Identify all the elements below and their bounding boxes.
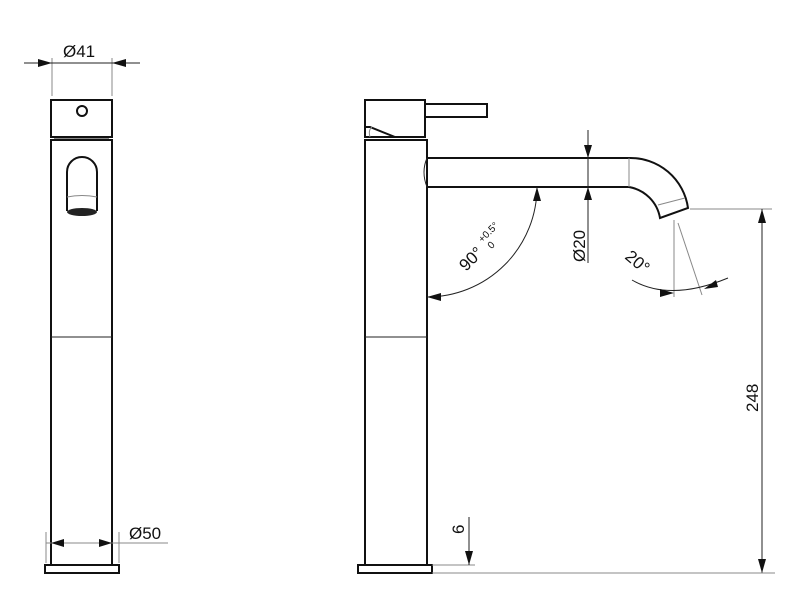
dim-base-diameter: Ø50 bbox=[129, 524, 161, 543]
dim-top-diameter: Ø41 bbox=[63, 42, 95, 61]
dim-spout-diameter: Ø20 bbox=[570, 230, 589, 262]
dim-spout-angle: 90° bbox=[455, 243, 487, 275]
aerator bbox=[67, 208, 97, 216]
spout bbox=[427, 156, 690, 220]
base-plate bbox=[357, 564, 433, 574]
base-plate bbox=[44, 564, 120, 574]
dim-outlet-angle: 20° bbox=[621, 247, 653, 278]
dim-height: 248 bbox=[743, 384, 762, 412]
dim-base-height: 6 bbox=[449, 525, 468, 534]
body bbox=[50, 139, 113, 566]
body bbox=[364, 139, 428, 566]
dim-spout-angle-tol-lower: 0 bbox=[486, 239, 498, 251]
lever bbox=[424, 103, 488, 118]
handle-block bbox=[364, 99, 426, 138]
handle-cap bbox=[50, 99, 113, 138]
handle-pin bbox=[76, 105, 88, 117]
aerator-slot bbox=[66, 156, 98, 211]
side-view: Ø20 90° +0.5° 0 20° 248 6 bbox=[357, 99, 775, 574]
front-view: Ø41 Ø50 bbox=[24, 42, 168, 574]
